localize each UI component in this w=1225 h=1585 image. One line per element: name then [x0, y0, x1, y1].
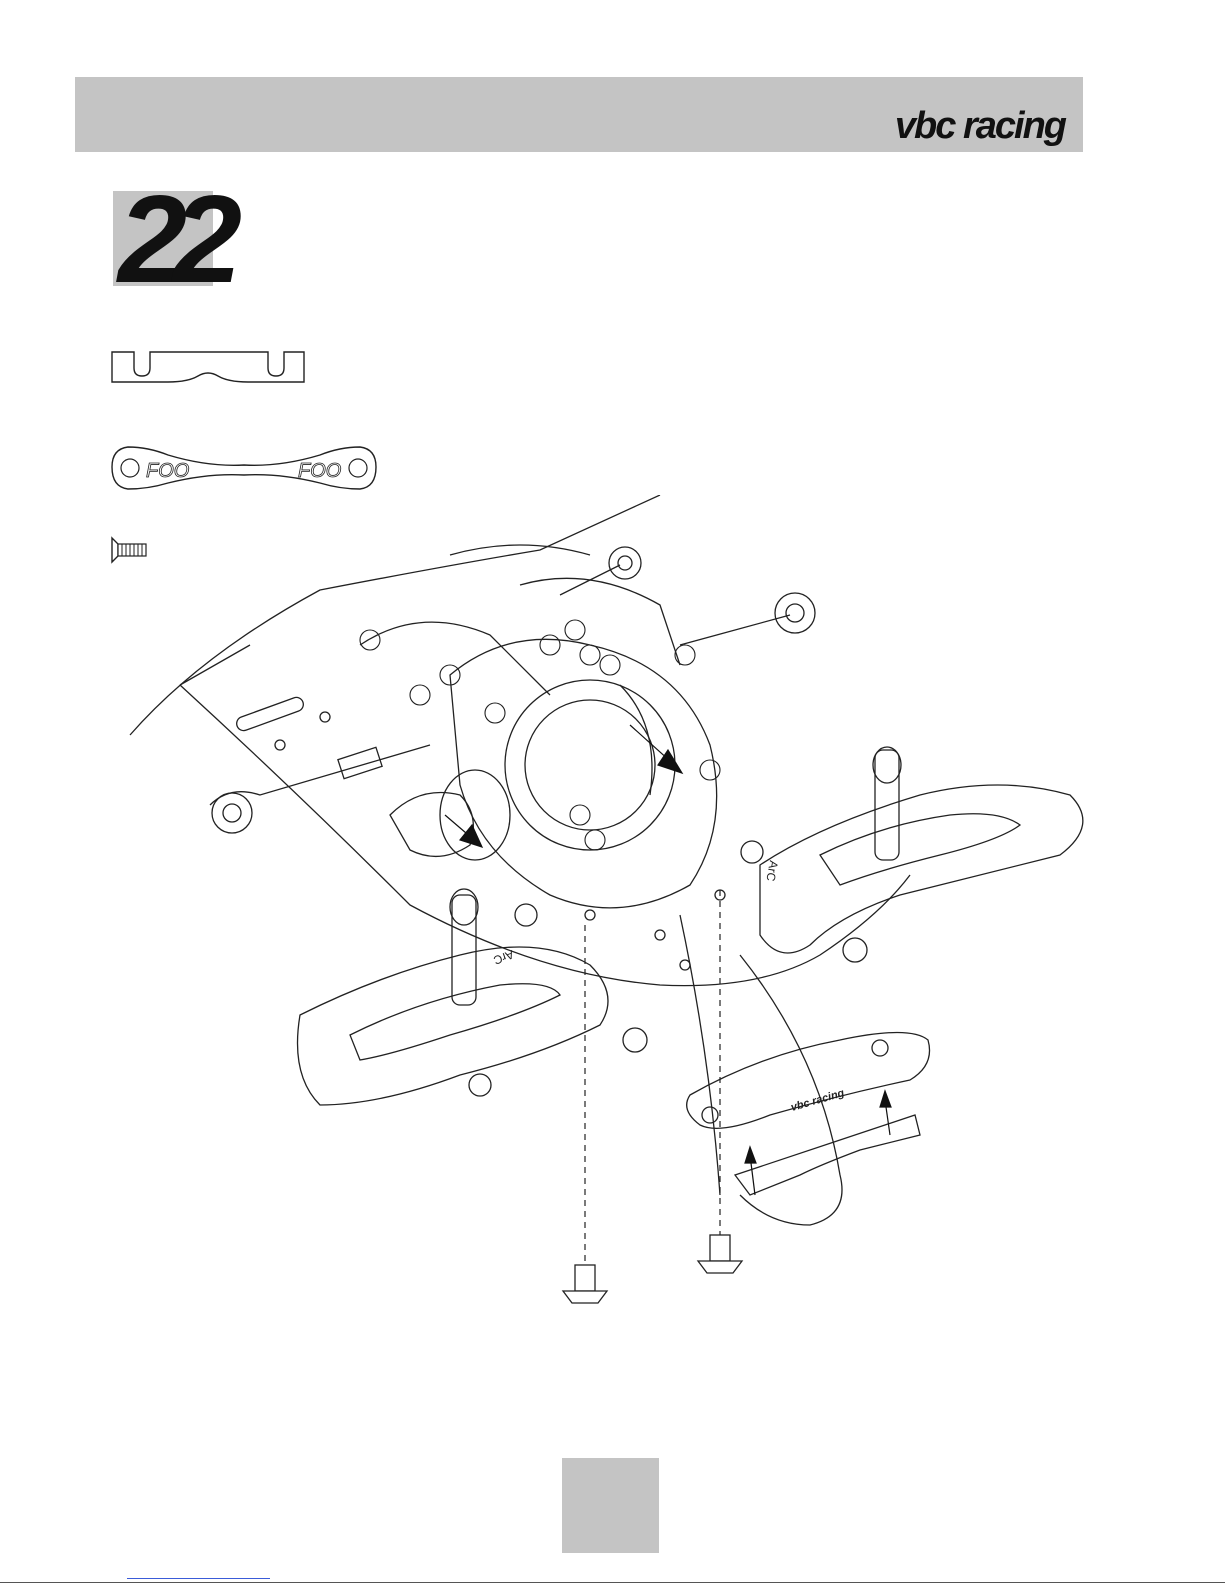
brace-plate-part: FOO FOO [108, 443, 380, 493]
footer-link-underline[interactable] [127, 1578, 270, 1579]
step-number: 22 [118, 178, 228, 302]
header-bar: vbc racing [75, 77, 1083, 152]
arm-marking-left: ArC [491, 947, 516, 967]
page-number-box [562, 1458, 659, 1553]
arm-marking-right: ArC [763, 859, 780, 882]
assembly-drawing: vbc racing ArC ArC [120, 495, 1100, 1325]
footer-rule [0, 1582, 1225, 1583]
spacer-plate-part [108, 348, 308, 388]
brace-marking-left: FOO [146, 460, 189, 482]
brace-marking-right: FOO [298, 460, 341, 482]
brand-logo: vbc racing [895, 105, 1065, 148]
